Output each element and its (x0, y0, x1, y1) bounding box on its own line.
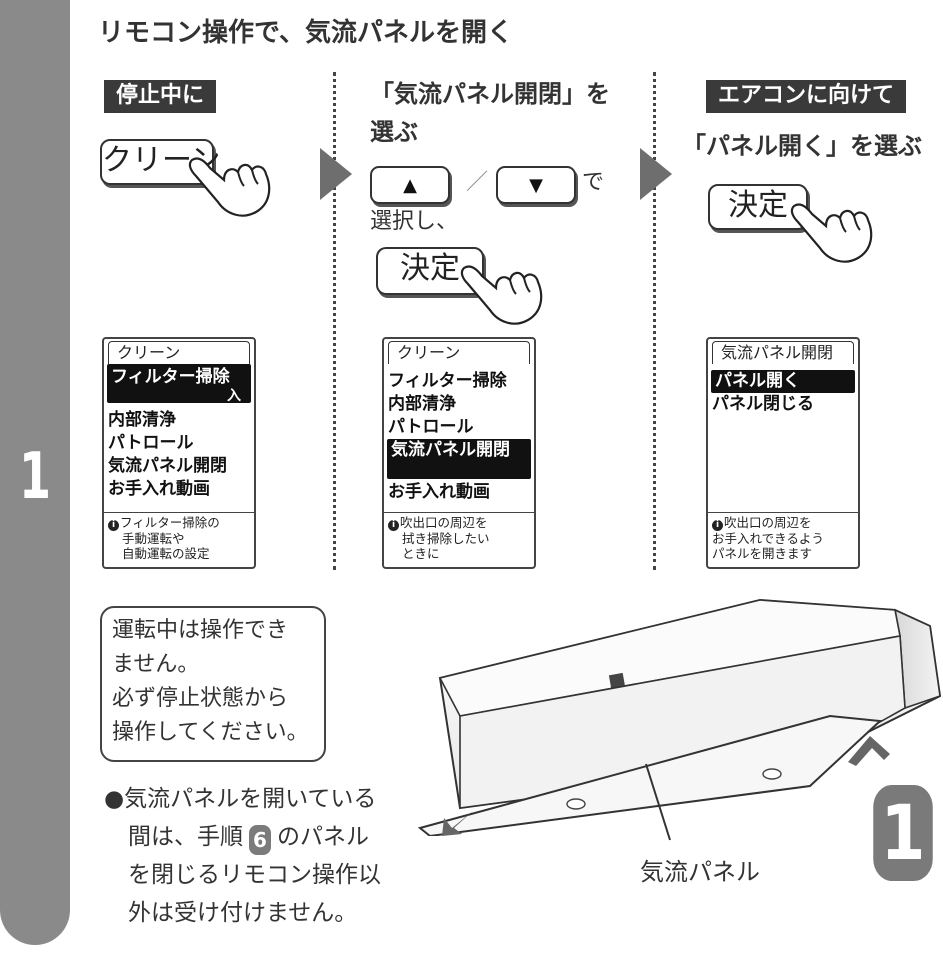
down-triangle-icon: ▼ (529, 174, 543, 196)
instruction-line: 選ぶ (370, 118, 418, 146)
callout-line: 必ず停止状態から (112, 686, 289, 711)
screen-title: クリーン (108, 341, 250, 364)
info-icon: i (388, 520, 399, 531)
bullet-icon: ● (104, 786, 125, 812)
screen-item: 気流パネル開閉 (108, 456, 227, 476)
panel-leader-line (644, 762, 674, 842)
screen-item-label: フィルター掃除 (111, 367, 230, 387)
step-number: 1 (18, 440, 52, 514)
page-title: リモコン操作で、気流パネルを開く (98, 18, 513, 48)
step-bar (0, 0, 70, 945)
screen-item: 内部清浄 (108, 410, 176, 430)
screen-item-sub: 入 (227, 388, 241, 404)
note-line: 拭き掃除したい (402, 531, 490, 546)
step-reference-badge: 6 (249, 825, 271, 855)
screen-item: パネル閉じる (712, 394, 814, 414)
screen-item: パトロール (108, 433, 194, 453)
callout-line: 操作してください。 (112, 720, 309, 745)
hand-pointer-icon (188, 157, 271, 217)
note-line: 吹出口の周辺を (400, 515, 488, 530)
bullet-text: 気流パネルを開いている (124, 786, 377, 812)
enter-button: 決定 (708, 184, 808, 230)
column-separator (653, 72, 656, 570)
instruction-line: 「気流パネル開閉」を (370, 80, 610, 108)
screen-item: お手入れ動画 (108, 479, 210, 499)
bullet-text: 外は受け付けません。 (128, 900, 358, 926)
hand-pointer-icon (460, 265, 543, 325)
info-icon: i (108, 520, 119, 531)
remote-screen: クリーン フィルター掃除 内部清浄 パトロール 気流パネル開閉 お手入れ動画 i… (382, 337, 536, 569)
remote-screen: クリーン フィルター掃除 入 内部清浄 パトロール 気流パネル開閉 お手入れ動画… (102, 337, 256, 569)
column-separator (333, 72, 336, 570)
slash-separator: ／ (466, 170, 489, 195)
note-line: フィルター掃除の (120, 515, 220, 530)
info-icon: i (712, 520, 723, 531)
note-line: 手動運転や (122, 531, 185, 546)
note-line: 自動運転の設定 (122, 546, 210, 561)
instruction-select: 選択し、 (370, 209, 459, 234)
up-triangle-icon: ▲ (403, 174, 417, 196)
screen-item-selected: フィルター掃除 入 (107, 364, 251, 403)
play-arrow-icon (320, 148, 352, 200)
screen-title: 気流パネル開閉 (712, 341, 854, 364)
condition-tag: エアコンに向けて (706, 80, 907, 113)
screen-title: クリーン (388, 341, 530, 364)
instruction-line: 「パネル開く」を選ぶ (682, 132, 922, 160)
bullet-text: のパネル (277, 824, 369, 850)
caution-callout: 運転中は操作でき ません。 必ず停止状態から 操作してください。 (100, 606, 326, 762)
up-button: ▲ (370, 166, 450, 204)
note-line: 吹出口の周辺を (724, 515, 812, 530)
hand-pointer-icon (790, 203, 873, 263)
bullet-text: を閉じるリモコン操作以 (128, 862, 381, 888)
note-line: ときに (402, 546, 440, 561)
screen-item: お手入れ動画 (388, 482, 490, 502)
screen-item-selected: パネル開く (711, 370, 855, 393)
bullet-text: 間は、手順 (128, 824, 243, 850)
condition-tag: 停止中に (104, 80, 217, 113)
callout-line: ません。 (112, 652, 200, 677)
note-line: パネルを開きます (712, 546, 813, 561)
screen-item: 内部清浄 (388, 394, 456, 414)
note-line: お手入れできるよう (712, 531, 824, 546)
screen-item: パトロール (388, 417, 474, 437)
screen-item-selected: 気流パネル開閉 (387, 439, 531, 479)
instruction-de: で (582, 170, 605, 195)
play-arrow-icon (640, 148, 672, 200)
callout-line: 運転中は操作でき (112, 618, 289, 643)
screen-item: フィルター掃除 (388, 371, 507, 391)
step-badge: 1 (873, 785, 933, 881)
down-button: ▼ (496, 166, 576, 204)
airflow-panel-label: 気流パネル (640, 858, 760, 886)
